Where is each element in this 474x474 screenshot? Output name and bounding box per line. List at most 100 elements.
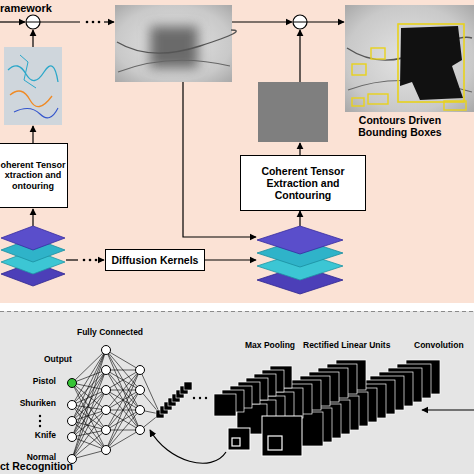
flow-arrow: [104, 21, 114, 22]
cnn-drawing: [39, 346, 440, 464]
flow-line: [40, 21, 80, 22]
ellipsis-dot: [86, 21, 89, 24]
framework-panel: [0, 0, 474, 303]
contour-map: [258, 82, 328, 142]
layer-stack: [1, 226, 65, 286]
fc-wire: [72, 450, 106, 459]
ellipsis-dot: [39, 415, 41, 417]
flow-arrow: [299, 143, 300, 155]
flow-arrow: [307, 21, 344, 22]
neuron: [68, 401, 77, 410]
bounding-box: [371, 48, 385, 59]
threat-blob: [400, 26, 463, 100]
kernel-layer: [1, 226, 65, 250]
bounding-box: [444, 101, 466, 110]
flow-arrow: [32, 126, 33, 143]
text-label: Pistol: [0, 377, 56, 387]
fc-wire: [72, 430, 106, 437]
ellipsis-dot: [83, 259, 86, 262]
flow-arrow: [299, 30, 300, 82]
bounding-box: [368, 94, 388, 104]
fc-wire: [72, 350, 106, 459]
fc-wire: [106, 370, 140, 430]
kernel-stacks: [1, 226, 343, 294]
sum-junction: [26, 15, 40, 29]
box-text: Coherent Tensor Extraction and Contourin…: [241, 165, 365, 201]
flow-arrow: [32, 209, 33, 226]
xray-image: [345, 5, 474, 112]
kernel-window: [268, 436, 282, 450]
process-box: Coherent Tensor Extraction and Contourin…: [240, 155, 366, 211]
flow-arrow: [205, 259, 256, 260]
text-label: Contours Driven Bounding Boxes: [350, 114, 450, 138]
fc-wire: [72, 410, 106, 421]
fc-wire: [106, 350, 140, 430]
neuron: [102, 346, 111, 355]
flatten-layer: [156, 382, 192, 418]
fc-wire: [72, 370, 106, 459]
text-label: Knife: [0, 431, 56, 441]
flow-line: [66, 259, 78, 260]
sum-junction-bar: [293, 22, 307, 23]
sum-junction: [293, 15, 307, 29]
kernel-layer: [257, 226, 343, 254]
text-label: Convolution: [414, 341, 474, 351]
layer-stack: [257, 226, 343, 294]
flow-arrow: [99, 259, 104, 260]
fc-wire: [106, 350, 140, 390]
xray-line: [118, 60, 230, 72]
text-label: Rectified Linear Units: [303, 341, 413, 351]
bounding-box: [352, 98, 364, 106]
neuron: [136, 366, 145, 375]
fc-wire: [72, 390, 106, 437]
fc-wires: [72, 350, 160, 459]
panel-border: [0, 311, 474, 312]
neuron: [136, 406, 145, 415]
bounding-box: [352, 64, 366, 75]
ellipsis-dot: [199, 397, 201, 399]
fc-wire: [72, 383, 106, 430]
tensor-trace: [20, 55, 36, 88]
ellipsis-dot: [193, 397, 195, 399]
ellipsis-dot: [92, 21, 95, 24]
tensor-trace: [8, 66, 58, 82]
fc-wire: [106, 370, 140, 371]
text-label: Shuriken: [0, 399, 56, 409]
fc-wire: [106, 350, 140, 410]
ellipsis-dot: [39, 425, 41, 427]
text-label: Max Pooling: [245, 341, 307, 351]
xray-image: [115, 5, 232, 82]
bounding-box: [398, 24, 464, 102]
fc-wire: [106, 370, 140, 390]
ellipsis: [39, 397, 207, 427]
fc-wire: [106, 370, 140, 450]
ellipsis-dot: [205, 397, 207, 399]
fc-wire: [106, 370, 140, 410]
box-text: Diffusion Kernels: [112, 254, 199, 266]
fc-layer: [68, 346, 145, 464]
flow-arrow: [0, 21, 25, 22]
tensor-trace: [10, 91, 52, 107]
flow-arrow: [232, 21, 292, 22]
flow-arrow: [299, 211, 300, 226]
fc-wire: [106, 430, 140, 450]
ellipsis-dot: [89, 259, 92, 262]
fc-wire: [106, 410, 140, 450]
tensor-trace: [14, 108, 58, 118]
process-box: Diffusion Kernels: [105, 249, 205, 271]
ellipsis-dot: [95, 259, 98, 262]
flow-arrow: [32, 30, 33, 47]
fc-wire: [72, 370, 106, 383]
neuron: [68, 433, 77, 442]
fc-wire: [72, 350, 106, 421]
text-label: Normal: [0, 453, 56, 463]
xray-line: [117, 30, 236, 53]
flatten-unit: [184, 382, 192, 390]
feature-arrow: [150, 430, 226, 463]
box-text: oherent Tensor xtraction and ontouring: [0, 160, 67, 191]
